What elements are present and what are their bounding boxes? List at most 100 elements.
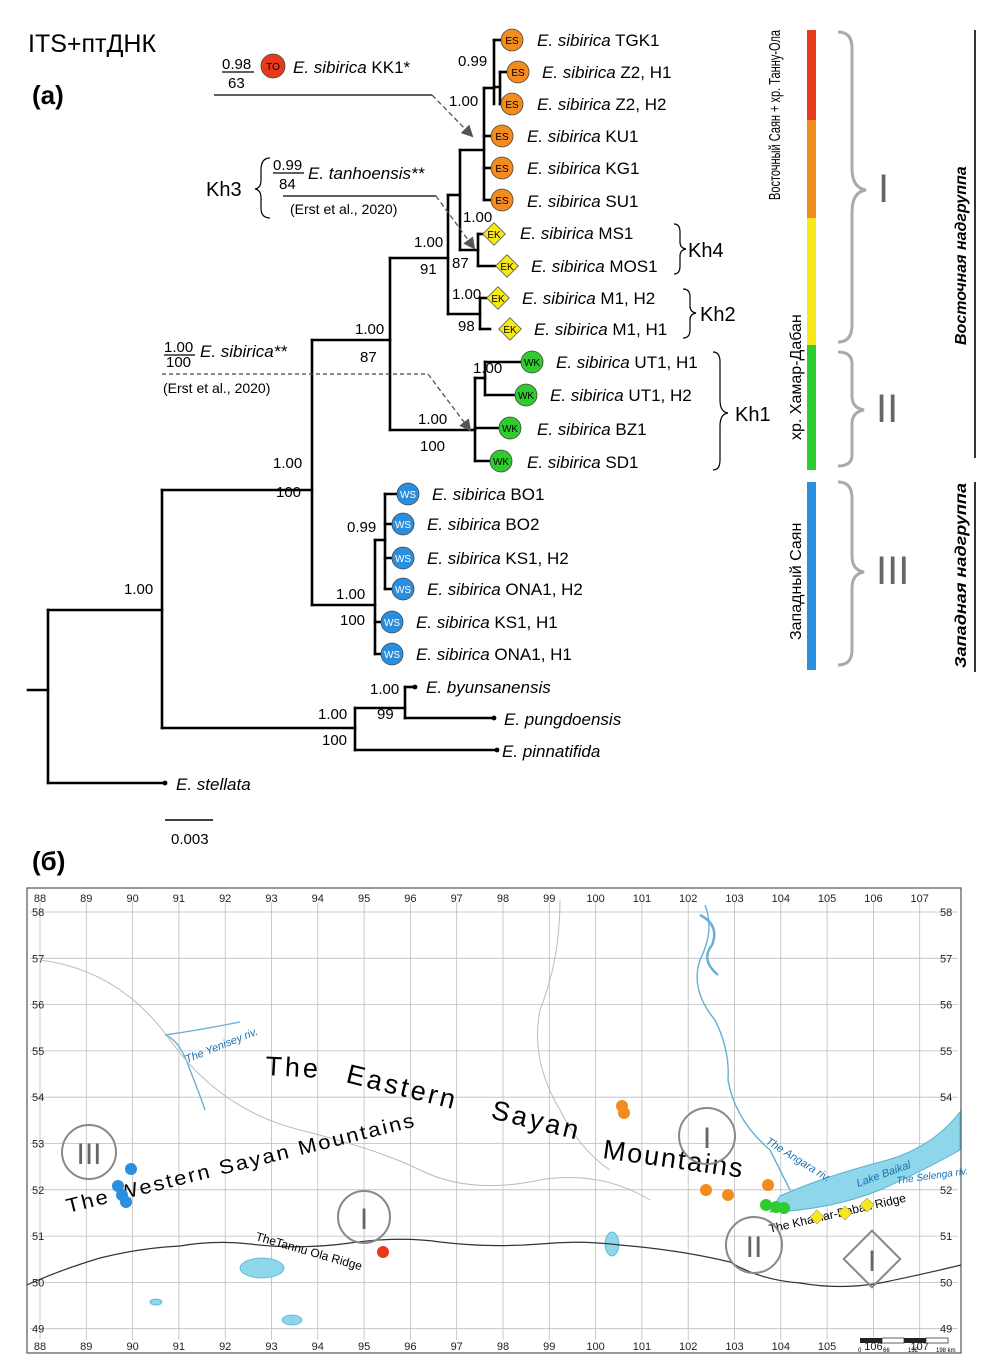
figure-title: ITS+птДНК [28, 30, 156, 58]
badge-label: WK [524, 358, 540, 369]
support-ws-pp: 1.00 [336, 586, 365, 603]
tanho-bs: 84 [279, 176, 296, 193]
badge-label: WS [395, 554, 411, 565]
support-root: 1.00 [124, 581, 153, 598]
taxon-sd1: E. sibirica SD1 [527, 453, 638, 472]
scale-0: 0 [858, 1348, 862, 1354]
scale-66: 66 [883, 1348, 890, 1354]
taxon-ks1h1: E. sibirica KS1, H1 [416, 613, 558, 632]
lon-tick-label: 101 [633, 893, 651, 905]
taxon-ut1h2: E. sibirica UT1, H2 [550, 386, 692, 405]
group-iii-label: III [876, 549, 909, 593]
badge-label: WS [395, 585, 411, 596]
lat-tick-label: 50 [32, 1277, 44, 1289]
annotation-kk1: 0.98 63 TO E. sibirica KK1* [214, 53, 474, 138]
taxon-m1h2: E. sibirica M1, H2 [522, 289, 655, 308]
clade-kh4: Kh4 [688, 240, 724, 262]
lon-tick-label: 94 [312, 1341, 324, 1353]
region-khamar-daban: хр. Хамар-Дабан [788, 314, 805, 440]
to-badge [260, 53, 286, 79]
clade-kh3: Kh3 [206, 179, 242, 201]
support-east-bs: 87 [360, 349, 377, 366]
lake-baikal [769, 1110, 961, 1213]
support-ws-bs: 100 [340, 612, 365, 629]
clade-brackets: Kh4 Kh2 Kh1 [673, 223, 771, 471]
lon-tick-label: 98 [497, 893, 509, 905]
support-values: 1.00 1.00 100 1.00 87 1.00 91 1.00 0.99 … [124, 53, 502, 749]
taxon-stellata: E. stellata [176, 775, 251, 794]
map-group-iii: III [76, 1138, 101, 1171]
lon-tick-label: 106 [864, 1341, 882, 1353]
taxon-tgk1: E. sibirica TGK1 [537, 31, 660, 50]
lon-tick-label: 95 [358, 1341, 370, 1353]
lat-tick-label: 58 [940, 907, 952, 919]
lat-tick-label: 52 [940, 1185, 952, 1197]
lon-tick-label: 106 [864, 893, 882, 905]
sibir-ref: (Erst et al., 2020) [163, 380, 270, 396]
taxon-ona1h1: E. sibirica ONA1, H1 [416, 645, 572, 664]
lon-tick-label: 103 [725, 1341, 743, 1353]
supergroup-east: Восточная надгруппа [953, 166, 970, 345]
lat-tick-label: 50 [940, 1277, 952, 1289]
support-kh4-bs: 87 [452, 255, 469, 272]
badge-label: WK [502, 424, 518, 435]
lat-tick-label: 56 [32, 1000, 44, 1012]
lon-tick-label: 105 [818, 893, 836, 905]
lon-tick-label: 99 [543, 893, 555, 905]
lon-tick-label: 91 [173, 1341, 185, 1353]
lon-tick-label: 103 [725, 893, 743, 905]
tanho-ref: (Erst et al., 2020) [290, 201, 397, 217]
sample-points-green [760, 1199, 790, 1214]
support-byun-pp: 1.00 [370, 681, 399, 698]
lon-tick-label: 102 [679, 893, 697, 905]
lon-tick-label: 107 [911, 1341, 929, 1353]
badge-label: ES [511, 68, 525, 79]
lat-tick-label: 51 [940, 1231, 952, 1243]
support-kh1-bs: 100 [420, 438, 445, 455]
badge-label: ES [495, 196, 509, 207]
lon-tick-label: 107 [911, 893, 929, 905]
taxon-ona1h2: E. sibirica ONA1, H2 [427, 580, 583, 599]
region-west-sayan: Западный Саян [788, 523, 805, 640]
lon-tick-label: 101 [633, 1341, 651, 1353]
annotation-sibirica: 1.00 100 E. sibirica** (Erst et al., 202… [162, 339, 472, 432]
lat-tick-label: 52 [32, 1185, 44, 1197]
taxon-z2h2: E. sibirica Z2, H2 [537, 95, 666, 114]
map-frame [26, 887, 962, 1354]
sample-points-yellow [809, 1197, 875, 1225]
map-group-i-east: I [703, 1122, 711, 1155]
support-es: 1.00 [449, 93, 478, 110]
support-east-pp: 1.00 [355, 321, 384, 338]
support-kh4-pp: 1.00 [463, 209, 492, 226]
lon-tick-label: 97 [451, 1341, 463, 1353]
taxon-tanhoensis: E. tanhoensis** [308, 164, 426, 183]
taxon-bo1: E. sibirica BO1 [432, 485, 544, 504]
badge-label: WK [518, 391, 534, 402]
taxon-pungdoensis: E. pungdoensis [504, 710, 622, 729]
lon-tick-label: 95 [358, 893, 370, 905]
taxon-mos1: E. sibirica MOS1 [531, 257, 658, 276]
badge-label: TO [266, 62, 280, 73]
lat-tick-label: 54 [32, 1092, 44, 1104]
lon-tick-label: 104 [772, 1341, 790, 1353]
lat-tick-label: 55 [940, 1046, 952, 1058]
badge-label: ES [505, 100, 519, 111]
tanho-pp: 0.99 [273, 157, 302, 174]
badge-label: EK [491, 294, 505, 305]
badge-label: ES [505, 36, 519, 47]
badge-label: WS [384, 650, 400, 661]
lon-tick-label: 93 [265, 1341, 277, 1353]
support-es-sub: 0.99 [458, 53, 487, 70]
map-scale-bar: 0 66 132 198 km [858, 1337, 956, 1354]
support-wk-sub: 1.00 [473, 360, 502, 377]
lat-tick-label: 49 [32, 1324, 44, 1336]
lon-tick-label: 102 [679, 1341, 697, 1353]
kk1-pp: 0.98 [222, 56, 251, 73]
taxon-su1: E. sibirica SU1 [527, 192, 638, 211]
taxon-kg1: E. sibirica KG1 [527, 159, 639, 178]
sample-points-west [112, 1163, 137, 1208]
es-badge [500, 28, 524, 52]
taxon-ks1h2: E. sibirica KS1, H2 [427, 549, 569, 568]
lat-tick-label: 54 [940, 1092, 952, 1104]
lon-tick-label: 100 [586, 1341, 604, 1353]
